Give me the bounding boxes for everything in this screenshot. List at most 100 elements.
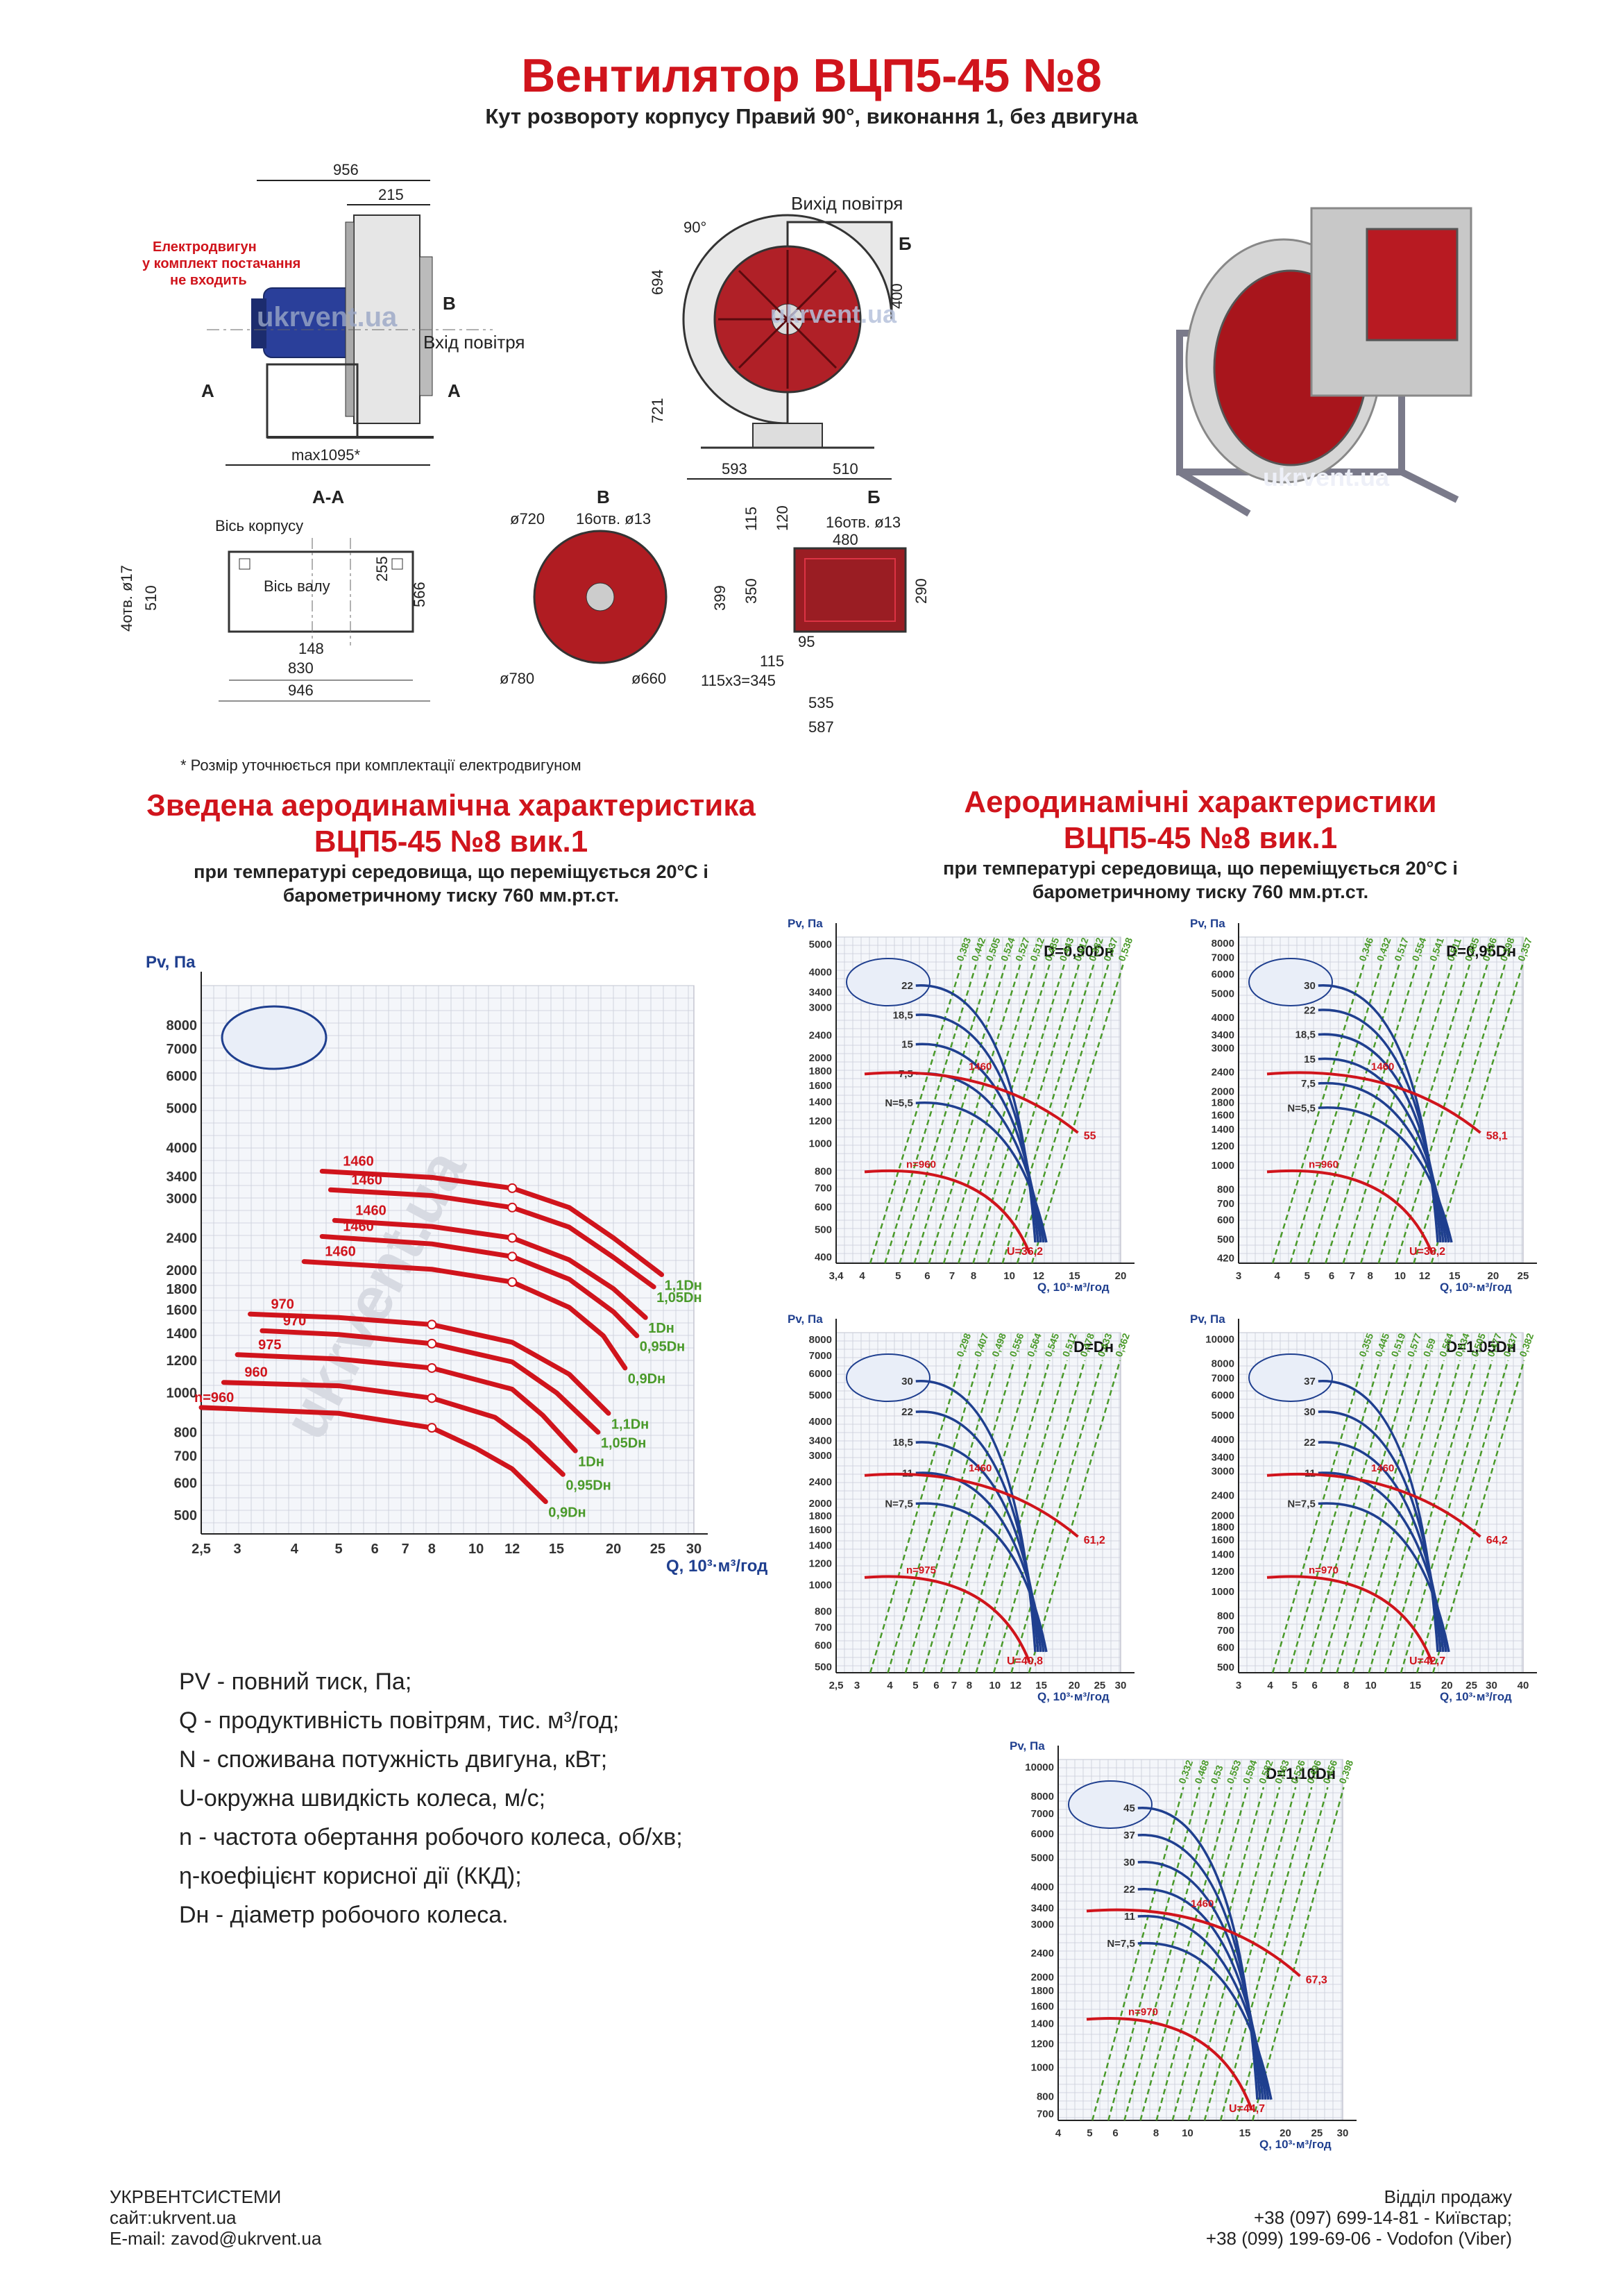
- x-tick-label: 3: [854, 1680, 860, 1691]
- logo-badge: [221, 1005, 328, 1070]
- dim-830: 830: [288, 659, 314, 677]
- power-label: 37: [1304, 1376, 1316, 1387]
- y-tick-label: 1800: [1212, 1097, 1234, 1109]
- motor-note-1: Електродвигун: [153, 239, 257, 255]
- efficiency-ray: [1091, 1787, 1184, 2121]
- plot-area: [201, 985, 695, 1535]
- dim-400: 400: [888, 283, 906, 309]
- efficiency-ray: [884, 964, 977, 1264]
- y-tick-label: 600: [174, 1476, 197, 1492]
- y-tick-label: 8000: [1212, 938, 1234, 949]
- efficiency-ray: [992, 1360, 1086, 1673]
- x-tick-label: 6: [1112, 2127, 1118, 2139]
- detail-title-1: Аеродинамічні характеристики: [964, 785, 1437, 819]
- power-curve: [1318, 1106, 1453, 1243]
- summary-rpm-label: 1460: [343, 1154, 374, 1169]
- chart-title: D=0,95Dн: [1446, 943, 1516, 960]
- air-out-label: Вихід повітря: [791, 193, 903, 214]
- y-tick-label: 1600: [809, 1524, 832, 1536]
- summary-title-2: ВЦП5-45 №8 вик.1: [314, 825, 588, 859]
- summary-point: [507, 1251, 518, 1262]
- x-tick-label: 20: [1280, 2127, 1291, 2139]
- x-tick-label: 15: [1035, 1680, 1047, 1691]
- summary-dn-label: 0,9Dн: [548, 1505, 586, 1521]
- legend-pv: PV - повний тиск, Па;: [179, 1669, 412, 1695]
- summary-point: [427, 1338, 437, 1349]
- y-tick-label: 500: [1217, 1234, 1234, 1246]
- x-tick-label: 6: [1329, 1270, 1334, 1282]
- summary-rpm-label: 970: [283, 1313, 306, 1328]
- efficiency-ray: [1360, 964, 1453, 1264]
- footer-phone-2[interactable]: +38 (099) 199-69-06 - Vodofon (Viber): [1205, 2228, 1512, 2249]
- efficiency-ray: [1123, 1787, 1216, 2121]
- power-label: N=7,5: [1107, 1938, 1135, 1950]
- u-min-label: U=40,8: [1007, 1655, 1043, 1667]
- summary-point: [507, 1183, 518, 1193]
- y-tick-label: 600: [1217, 1641, 1234, 1653]
- y-tick-label: 500: [815, 1224, 832, 1235]
- efficiency-ray: [975, 1360, 1069, 1673]
- y-tick-label: 400: [815, 1251, 832, 1263]
- footer-email[interactable]: E-mail: zavod@ukrvent.ua: [110, 2228, 322, 2249]
- y-tick-label: 1400: [809, 1539, 832, 1551]
- efficiency-ray: [1203, 1787, 1297, 2121]
- summary-rpm-label: 1460: [355, 1203, 386, 1218]
- summary-curve: [248, 1311, 611, 1416]
- x-tick-label: 4: [887, 1680, 893, 1691]
- y-axis-label: Pv, Па: [1010, 1739, 1045, 1753]
- footer-sales: Відділ продажу: [1384, 2186, 1512, 2207]
- dim-660: ø660: [631, 670, 666, 687]
- x-tick-label: 10: [1394, 1270, 1406, 1282]
- x-tick-label: 4: [1055, 2127, 1062, 2139]
- dim-399: 399: [711, 585, 729, 611]
- dim-16holes-b: 16отв. ø13: [826, 514, 901, 531]
- rpm-label: n=960: [1309, 1158, 1339, 1170]
- detail-sub-2: барометричному тиску 760 мм.рт.ст.: [1032, 881, 1369, 902]
- chart-title: D=1,10Dн: [1266, 1765, 1336, 1782]
- efficiency-ray: [1342, 964, 1436, 1264]
- y-tick-label: 800: [174, 1425, 197, 1440]
- efficiency-ray: [1031, 964, 1124, 1264]
- summary-title-1: Зведена аеродинамічна характеристика: [146, 788, 756, 822]
- footer-right: Відділ продажу +38 (097) 699-14-81 - Киї…: [1206, 2186, 1512, 2249]
- y-tick-label: 1200: [1212, 1566, 1234, 1578]
- x-tick-label: 15: [549, 1542, 564, 1557]
- x-tick-label: 8: [1153, 2127, 1159, 2139]
- x-tick-label: 30: [1337, 2127, 1349, 2139]
- dim-535: 535: [808, 694, 834, 711]
- dim-721: 721: [649, 398, 666, 423]
- u-max-label: 61,2: [1084, 1535, 1105, 1546]
- x-tick-label: 25: [1465, 1680, 1477, 1691]
- x-tick-label: 6: [924, 1270, 930, 1282]
- power-label: 7,5: [1301, 1078, 1316, 1090]
- footer-phone-1[interactable]: +38 (097) 699-14-81 - Київстар;: [1253, 2207, 1512, 2228]
- detail-heading: Аеродинамічні характеристики ВЦП5-45 №8 …: [847, 784, 1554, 904]
- rpm-label: n=970: [1128, 2006, 1158, 2018]
- efficiency-ray: [1016, 964, 1110, 1264]
- logo-badge: [1248, 1353, 1333, 1402]
- y-tick-label: 1200: [809, 1558, 832, 1570]
- x-tick-label: 10: [989, 1680, 1001, 1691]
- y-tick-label: 3400: [1031, 1902, 1054, 1914]
- summary-point: [427, 1393, 437, 1403]
- x-tick-label: 7: [1350, 1270, 1355, 1282]
- summary-point: [427, 1319, 437, 1330]
- footer-site[interactable]: сайт:ukrvent.ua: [110, 2207, 237, 2228]
- x-tick-label: 3: [234, 1542, 241, 1557]
- section-v: В ø720 16отв. ø13 ø780 ø660: [500, 487, 668, 687]
- summary-point: [507, 1277, 518, 1288]
- x-tick-label: 3: [1236, 1680, 1241, 1691]
- power-label: 18,5: [893, 1437, 913, 1449]
- legend-dn: Dн - діаметр робочого колеса.: [179, 1902, 509, 1928]
- power-label: 30: [901, 1376, 913, 1387]
- y-tick-label: 1000: [1212, 1586, 1234, 1598]
- x-tick-label: 5: [912, 1680, 918, 1691]
- efficiency-ray: [958, 964, 1051, 1264]
- efficiency-ray: [972, 964, 1065, 1264]
- summary-curve: [235, 1352, 578, 1453]
- summary-dn-label: 1,1Dн: [665, 1278, 702, 1293]
- y-tick-label: 3400: [1212, 1029, 1234, 1041]
- efficiency-ray: [1352, 1360, 1445, 1673]
- section-b-title: Б: [867, 487, 881, 507]
- efficiency-ray: [1325, 964, 1418, 1264]
